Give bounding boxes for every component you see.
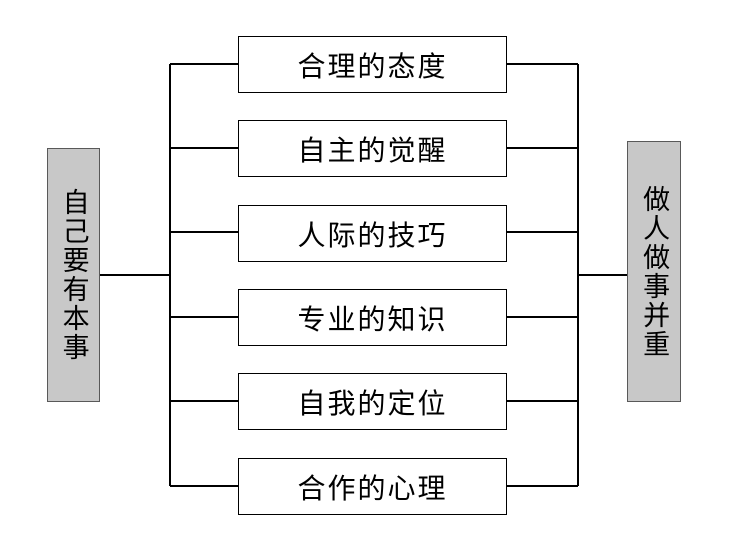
node-center-4-label: 专业的知识: [297, 304, 448, 336]
node-center-5[interactable]: 自我的定位: [238, 373, 507, 430]
node-center-1[interactable]: 合理的态度: [238, 36, 507, 93]
node-left-self-capability[interactable]: 自己要有本事: [47, 148, 100, 402]
node-left-label: 自己要有本事: [58, 188, 89, 362]
node-center-5-label: 自我的定位: [297, 388, 448, 420]
node-right-conduct-and-work[interactable]: 做人做事并重: [627, 141, 681, 402]
node-center-1-label: 合理的态度: [297, 51, 448, 83]
node-center-2[interactable]: 自主的觉醒: [238, 120, 507, 177]
node-center-3[interactable]: 人际的技巧: [238, 205, 507, 262]
node-center-4[interactable]: 专业的知识: [238, 289, 507, 346]
node-center-2-label: 自主的觉醒: [297, 135, 448, 167]
node-right-label: 做人做事并重: [639, 184, 670, 359]
node-center-3-label: 人际的技巧: [297, 220, 448, 252]
node-center-6[interactable]: 合作的心理: [238, 458, 507, 515]
node-center-6-label: 合作的心理: [297, 473, 448, 505]
